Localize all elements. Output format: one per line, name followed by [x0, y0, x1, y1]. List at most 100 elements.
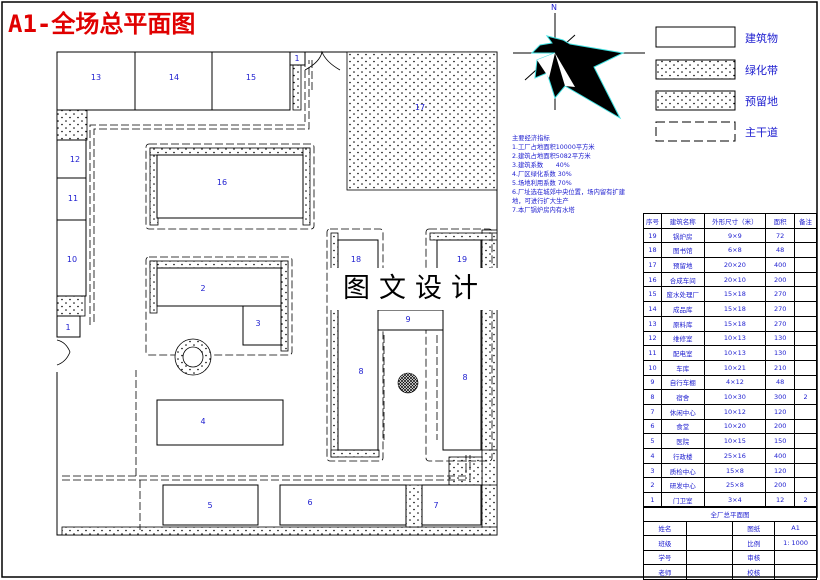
building-number: 2: [200, 284, 205, 293]
table-cell: 48: [765, 242, 796, 259]
table-cell: 10×13: [703, 330, 767, 347]
note-item: 2.建筑占地面积5082平方米: [512, 153, 591, 160]
title-block-cell: [685, 564, 734, 580]
building: [289, 51, 306, 66]
title-block-caption: 全厂总平面图: [643, 506, 817, 522]
table-cell: [794, 403, 817, 420]
table-cell: 48: [765, 374, 796, 391]
table-cell: 图书馆: [660, 242, 705, 259]
table-cell: 18: [643, 242, 662, 259]
building-number: 15: [246, 73, 256, 82]
table-cell: [794, 374, 817, 391]
note-item: 1.工厂占地面积10000平方米: [512, 144, 595, 151]
building-number: 12: [70, 155, 80, 164]
legend-swatch-reserved: [655, 90, 736, 111]
table-cell: [794, 257, 817, 273]
title-block-cell: 学号: [643, 549, 687, 565]
title-block-cell: 班级: [643, 535, 687, 551]
column-header: 备注: [794, 213, 817, 229]
building-number: 4: [200, 417, 205, 426]
table-cell: 10: [643, 359, 662, 376]
table-cell: 2: [643, 477, 662, 494]
building-number: 8: [358, 367, 363, 376]
table-cell: 200: [765, 271, 796, 288]
note-item: 3.建筑系数 40%: [512, 162, 570, 169]
table-cell: 25×16: [703, 448, 767, 464]
building-number: 14: [169, 73, 179, 82]
building: [56, 51, 136, 111]
title-block-cell: A1: [774, 520, 817, 536]
table-cell: 10×15: [703, 433, 767, 449]
table-cell: 210: [765, 359, 796, 376]
table-cell: 7: [643, 403, 662, 420]
table-cell: 10×30: [703, 389, 767, 405]
table-cell: 270: [765, 286, 796, 303]
table-cell: 1: [643, 492, 662, 508]
table-cell: [794, 359, 817, 376]
table-cell: [794, 345, 817, 361]
title-block-cell: [685, 535, 734, 551]
title-block-cell: 姓名: [643, 520, 687, 536]
title-block-cell: [774, 564, 817, 580]
title-block-cell: 比例: [732, 535, 776, 551]
table-cell: [794, 448, 817, 464]
column-header: 外形尺寸（米）: [703, 213, 767, 229]
legend-label-road: 主干道: [745, 126, 778, 139]
table-cell: 19: [643, 227, 662, 244]
building-number: 1: [294, 54, 299, 63]
title-block-row: 学号审核: [643, 549, 817, 565]
legend-swatch-building: [655, 26, 736, 48]
table-cell: 20×20: [703, 257, 767, 273]
legend-swatch-road: [655, 121, 736, 142]
table-cell: 5: [643, 433, 662, 449]
building: [156, 154, 304, 219]
title-block-cell: [685, 520, 734, 536]
building-number: 11: [68, 194, 78, 203]
table-cell: 6×8: [703, 242, 767, 259]
column-header: 建筑名称: [660, 213, 705, 229]
title-block-cell: 1: 1000: [774, 535, 817, 551]
table-cell: [794, 477, 817, 494]
building-number: 9: [405, 315, 410, 324]
table-cell: [794, 315, 817, 332]
table-cell: 医院: [660, 433, 705, 449]
table-cell: 车库: [660, 359, 705, 376]
building-number: 10: [67, 255, 77, 264]
table-cell: 4×12: [703, 374, 767, 391]
table-cell: 15: [643, 286, 662, 303]
table-cell: 13: [643, 315, 662, 332]
table-header-row: 序号建筑名称外形尺寸（米）面积备注: [643, 213, 817, 229]
table-cell: 130: [765, 345, 796, 361]
table-cell: [794, 227, 817, 244]
building-number: 1: [65, 323, 70, 332]
note-item: 6.厂址选在城郊中央位置，场内留有扩建地，可进行扩大生产: [512, 189, 626, 205]
table-cell: 9×9: [703, 227, 767, 244]
table-cell: 自行车棚: [660, 374, 705, 391]
building: [56, 139, 87, 179]
building: [279, 484, 407, 526]
building-number: 6: [307, 498, 312, 507]
table-cell: 270: [765, 315, 796, 332]
table-cell: 15×18: [703, 315, 767, 332]
table-cell: 9: [643, 374, 662, 391]
building: [211, 51, 291, 111]
north-label: N: [551, 3, 557, 12]
watermark: 图文设计: [330, 268, 500, 310]
table-cell: 72: [765, 227, 796, 244]
building: [421, 484, 482, 526]
table-cell: 15×8: [703, 462, 767, 479]
table-cell: 8: [643, 389, 662, 405]
table-cell: 行政楼: [660, 448, 705, 464]
building-number: 3: [255, 319, 260, 328]
table-cell: 14: [643, 301, 662, 317]
building: [242, 305, 282, 346]
